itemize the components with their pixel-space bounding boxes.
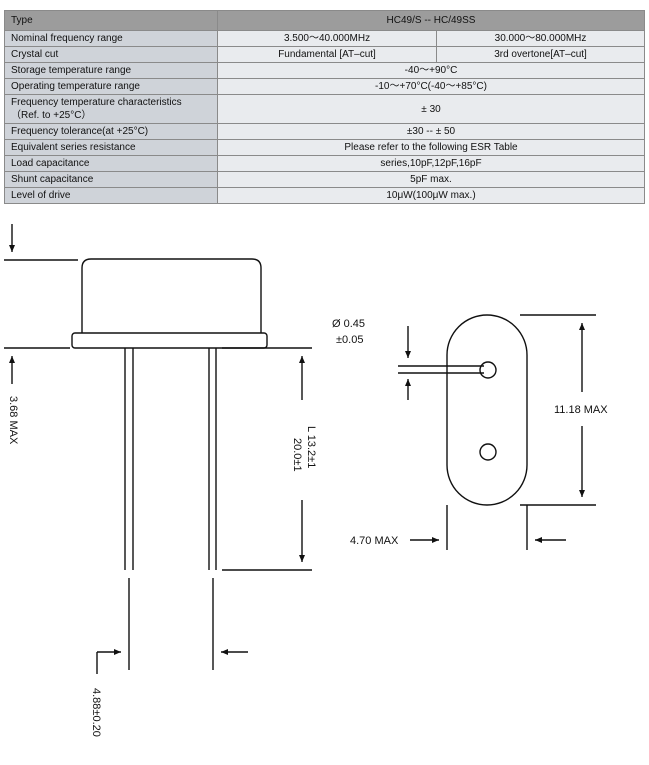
param-label: Level of drive (4, 187, 218, 204)
param-value: 3rd overtone[AT–cut] (436, 46, 645, 63)
param-value: -10～+70°C(-40～+85°C) (217, 78, 645, 95)
spec-table: Type HC49/S -- HC/49SS Nominal frequency… (4, 10, 645, 204)
lead-hole-top (479, 361, 497, 379)
table-header-row: Type HC49/S -- HC/49SS (4, 10, 645, 31)
width-dim-label: 4.70 MAX (350, 535, 399, 547)
height-dim-label: 3.68 MAX (7, 396, 19, 445)
param-label: Operating temperature range (4, 78, 218, 95)
param-label-line-1: Frequency temperature characteristics (11, 97, 182, 108)
table-row: Frequency temperature characteristics （R… (4, 94, 645, 124)
table-row: Crystal cut Fundamental [AT–cut] 3rd ove… (4, 46, 645, 63)
table-row: Storage temperature range -40～+90°C (4, 62, 645, 79)
pitch-dim-label: 4.88±0.20 (90, 688, 102, 737)
param-label-line-2: （Ref. to +25°C） (11, 110, 92, 121)
param-label: Storage temperature range (4, 62, 218, 79)
table-row: Operating temperature range -10～+70°C(-4… (4, 78, 645, 95)
param-label: Crystal cut (4, 46, 218, 63)
table-row: Equivalent series resistance Please refe… (4, 139, 645, 156)
dia-dim-label-1: Ø 0.45 (332, 318, 365, 330)
param-label: Frequency temperature characteristics （R… (4, 94, 218, 124)
table-row: Frequency tolerance(at +25°C) ±30 -- ± 5… (4, 123, 645, 140)
crystal-bottom-view (446, 314, 528, 506)
header-value: HC49/S -- HC/49SS (217, 10, 645, 31)
table-row: Shunt capacitance 5pF max. (4, 171, 645, 188)
lead-dim-label-1: L 13.2±1 (305, 426, 317, 468)
crystal-can-outline (81, 258, 262, 333)
param-value: 10μW(100μW max.) (217, 187, 645, 204)
param-value: Please refer to the following ESR Table (217, 139, 645, 156)
header-label: Type (4, 10, 218, 31)
lead-hole-bottom (479, 443, 497, 461)
lead-dim-label-2: 20.0±1 (291, 438, 303, 472)
param-label: Frequency tolerance(at +25°C) (4, 123, 218, 140)
table-row: Level of drive 10μW(100μW max.) (4, 187, 645, 204)
param-value: 30.000～80.000MHz (436, 30, 645, 47)
param-value: 5pF max. (217, 171, 645, 188)
length-dim-label: 11.18 MAX (554, 404, 608, 416)
crystal-base-flange (71, 332, 268, 349)
param-value: ± 30 (217, 94, 645, 124)
dia-dim-label-2: ±0.05 (336, 334, 363, 346)
